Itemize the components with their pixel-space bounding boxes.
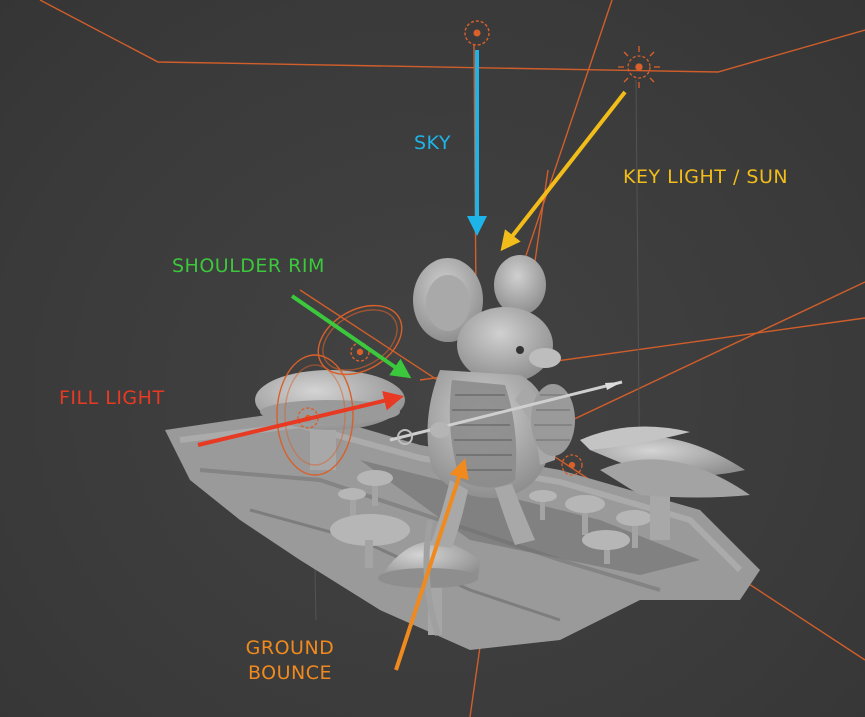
ground-bounce-label: GROUND BOUNCE: [240, 636, 340, 686]
key-light-arrow: [500, 90, 627, 252]
ground-bounce-arrow: [394, 458, 469, 671]
ground-bounce-line2: BOUNCE: [247, 662, 333, 684]
fill-light-gizmo[interactable]: [276, 354, 354, 476]
ground-bounce-line1: GROUND: [245, 637, 335, 659]
sun-light-gizmo[interactable]: [618, 46, 660, 88]
shoulder-rim-arrow: [290, 294, 412, 379]
spear: [389, 380, 623, 442]
key-light-label: KEY LIGHT / SUN: [623, 166, 789, 188]
fill-light-arrow: [197, 390, 404, 447]
head: [457, 307, 553, 383]
fill-light-label: FILL LIGHT: [59, 387, 165, 409]
right-ear: [494, 255, 546, 315]
shoulder-rim-light-gizmo[interactable]: [306, 292, 414, 389]
mushroom-right: [580, 426, 750, 540]
shoulder-rim-label: SHOULDER RIM: [172, 255, 325, 277]
sky-light-gizmo[interactable]: [464, 20, 490, 46]
bounce-light-gizmo[interactable]: [561, 454, 583, 476]
mouse-character[interactable]: [389, 255, 623, 636]
small-mushrooms: [330, 470, 652, 568]
sky-label: SKY: [414, 132, 451, 154]
